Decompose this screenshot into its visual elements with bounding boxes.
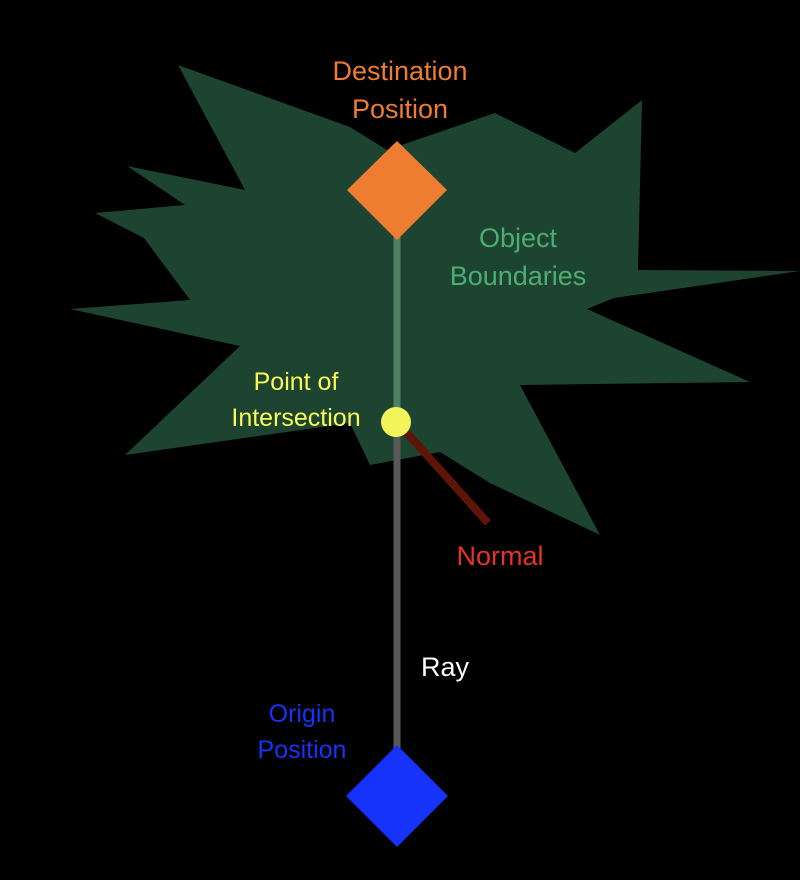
object-boundaries-shape — [70, 65, 800, 535]
destination-label-line2: Position — [351, 94, 449, 124]
destination-label: Destination Position — [300, 52, 500, 128]
object-label-line1: Object — [478, 223, 558, 253]
object-boundaries-label: Object Boundaries — [418, 219, 618, 295]
destination-marker — [347, 141, 447, 240]
object-label-line2: Boundaries — [449, 261, 587, 291]
normal-label-text: Normal — [456, 541, 544, 571]
intersection-label: Point of Intersection — [206, 364, 386, 436]
origin-label-line1: Origin — [268, 700, 336, 728]
destination-label-line1: Destination — [332, 56, 468, 86]
intersection-marker — [381, 407, 411, 437]
normal-label: Normal — [430, 537, 570, 575]
ray-label: Ray — [395, 648, 495, 686]
intersection-label-line1: Point of — [253, 368, 339, 396]
origin-marker — [346, 745, 448, 847]
origin-label-line2: Position — [257, 736, 347, 764]
ray-label-text: Ray — [420, 652, 469, 682]
normal-line — [394, 419, 491, 526]
origin-label: Origin Position — [222, 696, 382, 768]
intersection-label-line2: Intersection — [231, 404, 361, 432]
